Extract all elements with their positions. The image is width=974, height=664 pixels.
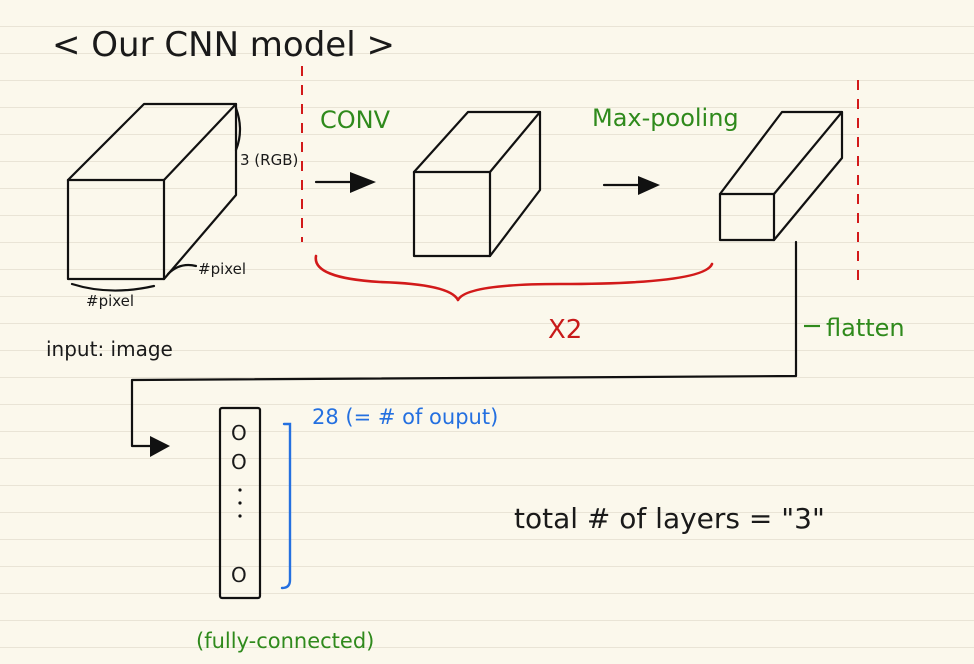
output-brace xyxy=(280,422,292,590)
width-label: #pixel xyxy=(198,260,246,278)
conv-feature-map-cube xyxy=(412,110,542,258)
height-brace xyxy=(70,282,156,292)
width-leader xyxy=(166,263,198,276)
conv-label: CONV xyxy=(320,106,391,134)
repeat-label: X2 xyxy=(548,315,582,345)
flatten-label: flatten xyxy=(826,314,905,342)
input-caption: input: image xyxy=(46,337,173,361)
pool-label: Max-pooling xyxy=(592,104,739,132)
flatten-connector xyxy=(130,240,798,448)
fc-ellipsis-dot xyxy=(238,514,242,518)
fc-node-2: O xyxy=(231,450,247,474)
pool-arrow-icon xyxy=(602,176,660,195)
conv-arrow-icon xyxy=(314,172,376,193)
fc-ellipsis-dot xyxy=(238,501,242,505)
output-count-note: 28 (= # of ouput) xyxy=(312,405,498,429)
depth-brace xyxy=(234,106,242,152)
total-layers-summary: total # of layers = "3" xyxy=(514,502,825,535)
fully-connected-layer: O O O xyxy=(218,406,262,600)
page-title: < Our CNN model > xyxy=(52,25,395,65)
depth-label: 3 (RGB) xyxy=(240,151,298,169)
fc-node-last: O xyxy=(231,563,247,587)
fc-ellipsis-dot xyxy=(238,488,242,492)
height-label: #pixel xyxy=(86,292,134,310)
input-image-cube xyxy=(66,102,238,281)
repeat-brace xyxy=(314,254,714,302)
flatten-arrow-icon xyxy=(150,436,170,457)
fc-caption: (fully-connected) xyxy=(196,629,374,653)
pooled-feature-map-cube xyxy=(718,110,844,242)
fc-node-1: O xyxy=(231,421,247,445)
